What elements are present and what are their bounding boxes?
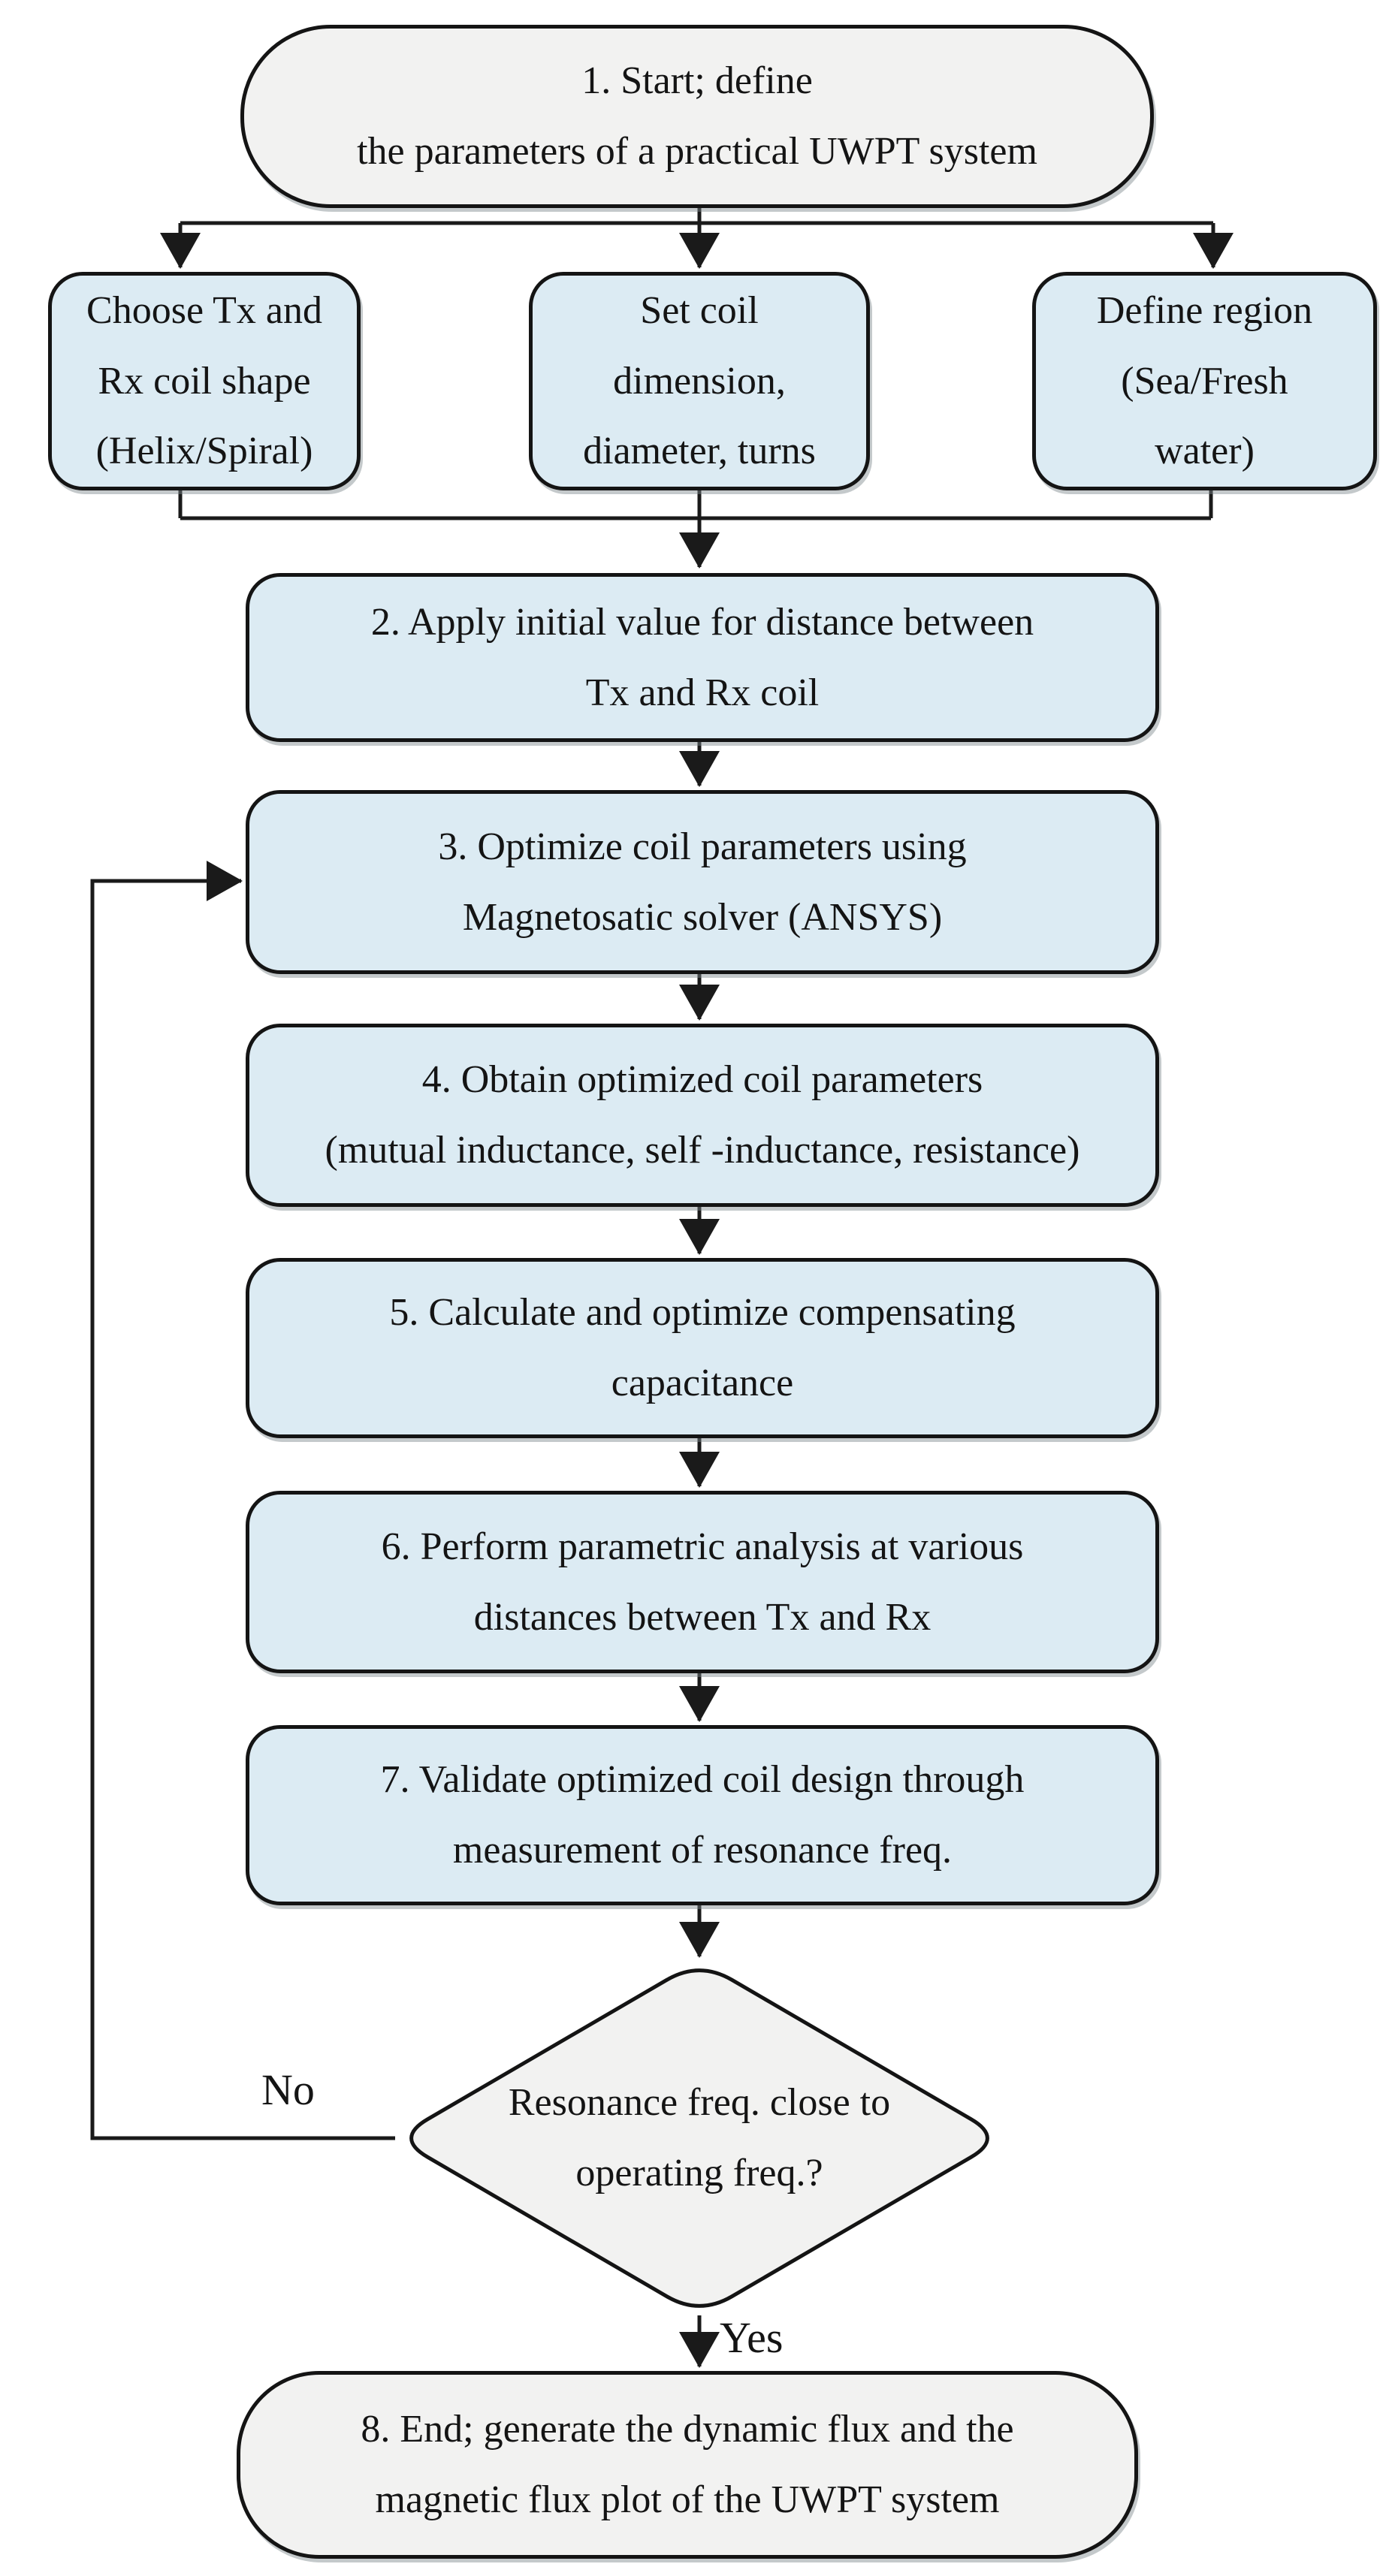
node-label: Choose Tx and Rx coil shape (Helix/Spira… [86,289,322,473]
edge-label-no: No [261,2065,315,2114]
decision-diamond-shape [409,1968,989,2308]
node-label: Set coil dimension, diameter, turns [583,289,816,473]
node-step7-validate-design: 7. Validate optimized coil design throug… [246,1725,1159,1905]
node-label: 2. Apply initial value for distance betw… [370,600,1034,714]
node-step6-parametric-analysis: 6. Perform parametric analysis at variou… [246,1491,1159,1673]
edge-decision-no-loop [90,861,395,2140]
node-step5-compensating-capacitance: 5. Calculate and optimize compensating c… [246,1258,1159,1438]
node-label: 1. Start; define the parameters of a pra… [357,59,1037,173]
node-decision-resonance-freq: Resonance freq. close to operating freq.… [451,2028,947,2249]
node-step4-obtain-parameters: 4. Obtain optimized coil parameters (mut… [246,1024,1159,1207]
node-label: Resonance freq. close to operating freq.… [508,2081,891,2194]
node-step2-initial-distance: 2. Apply initial value for distance betw… [246,573,1159,742]
node-label: 4. Obtain optimized coil parameters (mut… [325,1058,1080,1172]
node-label: 5. Calculate and optimize compensating c… [389,1291,1016,1404]
node-label: 8. End; generate the dynamic flux and th… [361,2408,1014,2521]
node-end: 8. End; generate the dynamic flux and th… [237,2371,1138,2559]
edge-label-yes: Yes [720,2313,784,2362]
node-step3-optimize-coil: 3. Optimize coil parameters using Magnet… [246,790,1159,974]
node-label: 7. Validate optimized coil design throug… [380,1758,1025,1872]
node-label: 6. Perform parametric analysis at variou… [381,1525,1024,1639]
node-choose-coil-shape: Choose Tx and Rx coil shape (Helix/Spira… [48,272,361,490]
node-set-coil-dimension: Set coil dimension, diameter, turns [529,272,870,490]
node-define-region: Define region (Sea/Fresh water) [1032,272,1377,490]
connector-lines [90,204,1233,2368]
node-label: Define region (Sea/Fresh water) [1096,289,1313,473]
node-label: 3. Optimize coil parameters using Magnet… [438,825,967,939]
node-start: 1. Start; define the parameters of a pra… [240,25,1154,208]
